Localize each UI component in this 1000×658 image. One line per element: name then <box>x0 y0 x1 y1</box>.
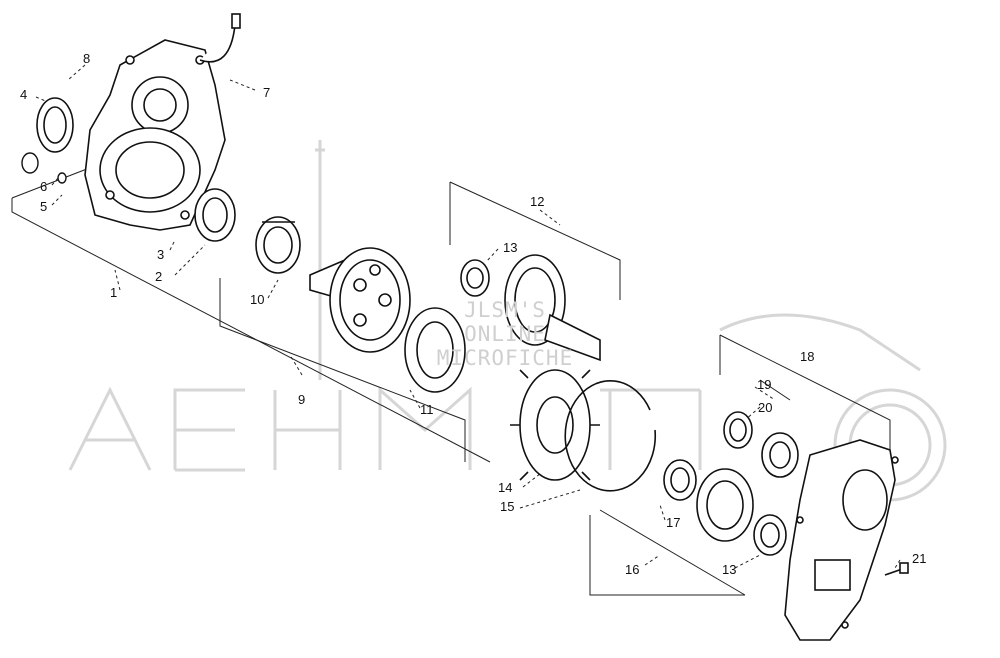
callout-19: 19 <box>757 377 772 392</box>
callout-11: 11 <box>420 402 434 417</box>
callout-17: 17 <box>666 515 681 530</box>
part-bearing-10 <box>255 216 301 274</box>
part-gear-shaft-12 <box>504 254 601 362</box>
part-case-half <box>84 13 241 231</box>
part-bearing-17 <box>663 459 697 501</box>
watermark-text: JLSM'S ONLINE MICROFICHE <box>385 298 625 370</box>
part-sprocket-14 <box>510 369 600 481</box>
part-plug-6 <box>21 152 67 184</box>
callout-10: 10 <box>250 292 265 307</box>
callout-4: 4 <box>20 87 28 102</box>
callout-6: 6 <box>40 179 48 194</box>
callout-3: 3 <box>157 247 165 262</box>
part-seal-4 <box>36 97 74 153</box>
part-bearing-13-upper <box>460 259 490 297</box>
callout-12: 12 <box>530 194 545 209</box>
callout-14: 14 <box>498 480 513 495</box>
callout-18: 18 <box>800 349 815 364</box>
leader-lines <box>35 64 901 569</box>
watermark-line-3: MICROFICHE <box>436 346 574 370</box>
callout-9: 9 <box>298 392 306 407</box>
part-snap-ring-15 <box>564 380 657 492</box>
part-bearing-13-lower <box>753 514 787 556</box>
callout-13-upper: 13 <box>503 240 518 255</box>
part-carrier-9 <box>309 247 411 353</box>
callout-13-lower: 13 <box>722 562 737 577</box>
watermark-line-1: JLSM'S <box>464 298 546 322</box>
callout-20: 20 <box>758 400 773 415</box>
callout-16: 16 <box>625 562 640 577</box>
callout-8: 8 <box>83 51 91 66</box>
callout-1: 1 <box>110 285 118 300</box>
part-seal-20 <box>723 411 753 449</box>
part-bolt-21 <box>884 562 909 576</box>
part-gear-16 <box>696 468 754 542</box>
callout-5: 5 <box>40 199 48 214</box>
callout-2: 2 <box>155 269 163 284</box>
callout-15: 15 <box>500 499 515 514</box>
part-ring-11 <box>404 307 466 393</box>
callout-7: 7 <box>263 85 271 100</box>
callout-21: 21 <box>912 551 927 566</box>
part-cover-18 <box>784 439 899 641</box>
part-seal-2 <box>194 188 236 242</box>
part-bearing-19 <box>761 432 799 478</box>
watermark-line-2: ONLINE <box>464 322 546 346</box>
